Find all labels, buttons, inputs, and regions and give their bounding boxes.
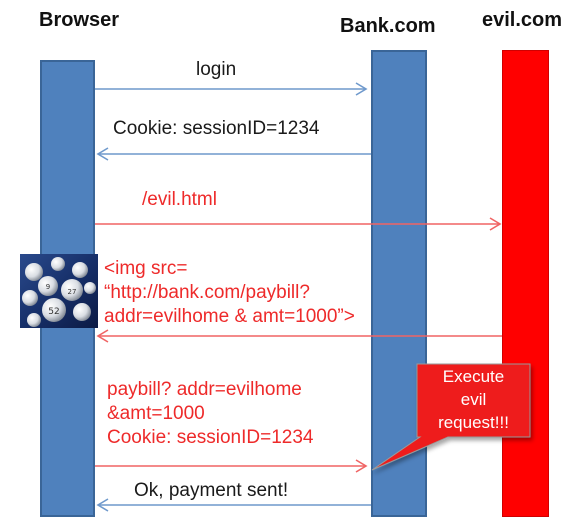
evil-html-arrow	[95, 217, 502, 231]
participant-evil-label: evil.com	[482, 9, 563, 31]
ok-label: Ok, payment sent!	[134, 480, 289, 501]
img-line-1: <img src=	[104, 258, 188, 279]
lottery-balls-image: 52 27 9	[20, 254, 98, 328]
paybill-line-3: Cookie: sessionID=1234	[107, 427, 314, 448]
login-label: login	[196, 59, 237, 80]
login-arrow	[95, 82, 368, 96]
callout-line-3: request!!!	[438, 413, 509, 432]
img-line-2: “http://bank.com/paybill?	[104, 282, 310, 303]
participant-browser-label: Browser	[39, 9, 120, 31]
paybill-line-2: &amt=1000	[107, 403, 205, 424]
ok-arrow	[96, 498, 371, 512]
callout-line-2: evil	[460, 390, 487, 409]
participant-bank-label: Bank.com	[340, 15, 436, 37]
evil-lifeline	[502, 50, 549, 517]
svg-text:9: 9	[46, 283, 50, 291]
paybill-line-1: paybill? addr=evilhome	[107, 379, 302, 400]
img-response-arrow	[96, 329, 502, 343]
svg-text:52: 52	[48, 307, 59, 317]
callout-line-1: Execute	[442, 367, 505, 386]
svg-text:27: 27	[68, 288, 77, 296]
paybill-arrow	[95, 459, 368, 473]
img-line-3: addr=evilhome & amt=1000”>	[104, 306, 355, 327]
cookie-arrow	[96, 147, 371, 161]
cookie-label: Cookie: sessionID=1234	[113, 118, 320, 139]
evil-html-label: /evil.html	[142, 189, 217, 210]
